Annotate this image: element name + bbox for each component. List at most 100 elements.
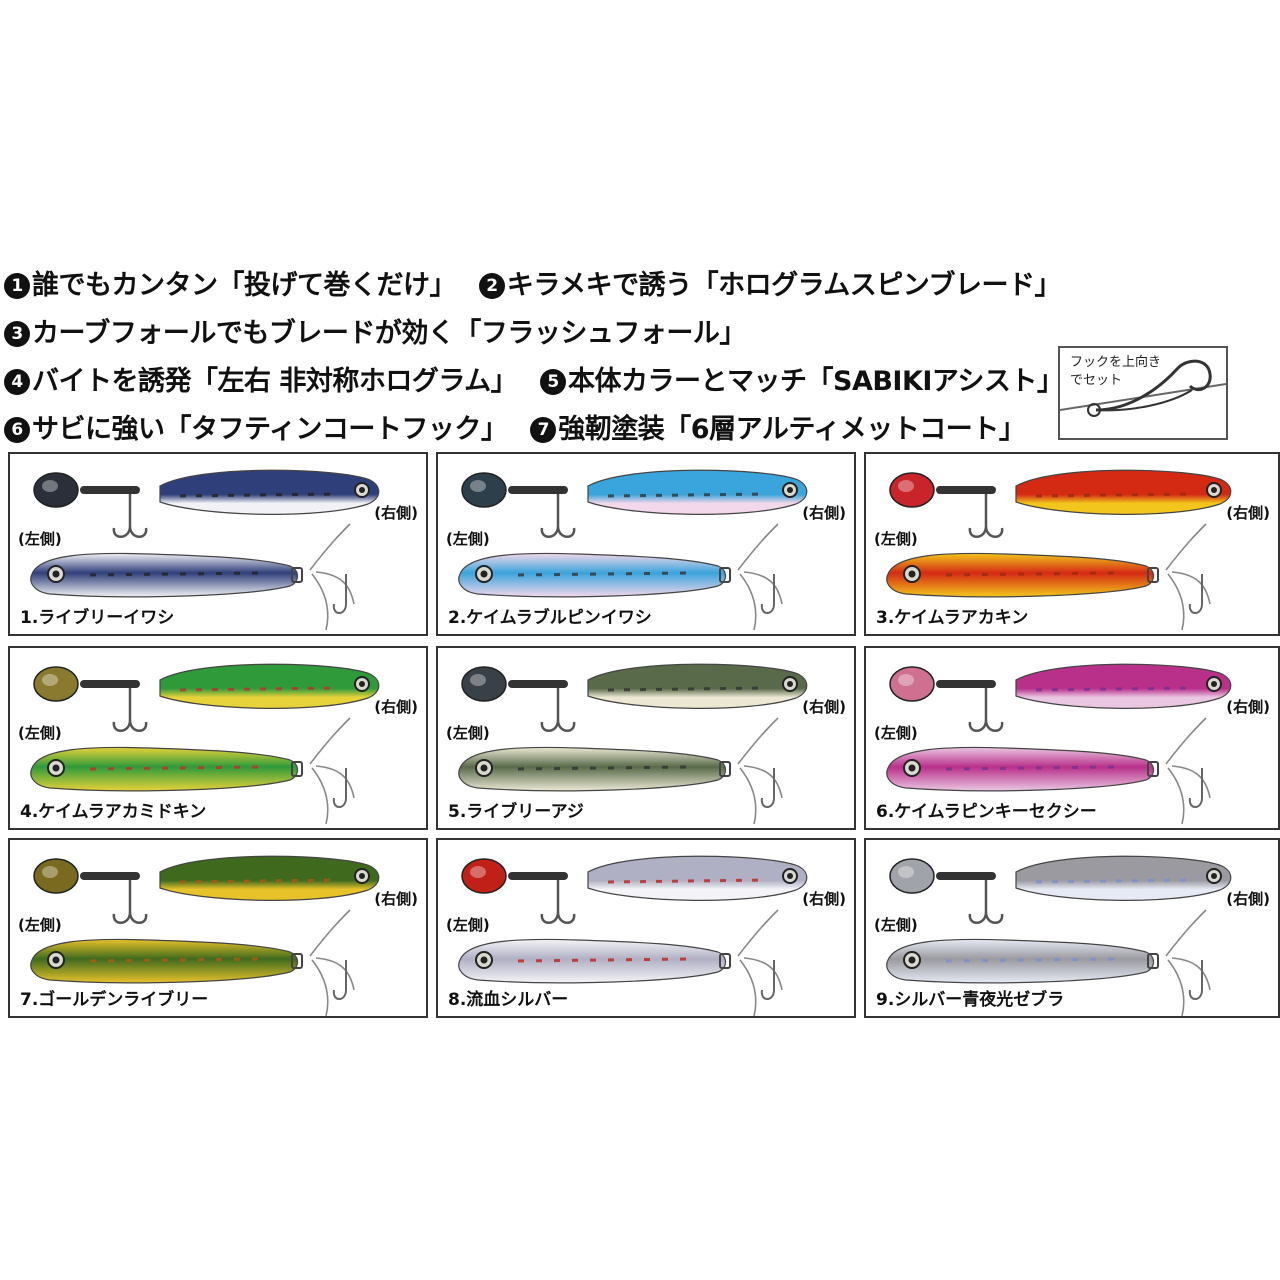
right-side-label: (右側) bbox=[374, 504, 418, 522]
color-caption: 7.ゴールデンライブリー bbox=[20, 990, 209, 1010]
left-side-label: (左側) bbox=[874, 916, 918, 934]
lure-accent-stripe bbox=[179, 878, 341, 884]
color-cell-1: (左側)(右側)1.ライブリーイワシ bbox=[8, 452, 428, 636]
color-caption: 4.ケイムラアカミドキン bbox=[20, 802, 207, 822]
sabiki-assist-feather bbox=[737, 523, 783, 631]
swivel bbox=[80, 486, 140, 494]
spin-blade-highlight bbox=[898, 866, 914, 878]
color-caption: 8.流血シルバー bbox=[448, 990, 569, 1010]
sabiki-assist-feather bbox=[1165, 523, 1211, 631]
color-cell-6: (左側)(右側)6.ケイムラピンキーセクシー bbox=[864, 646, 1280, 830]
lure-tail-ring bbox=[291, 953, 303, 969]
color-caption: 1.ライブリーイワシ bbox=[20, 608, 175, 628]
left-side-label: (左側) bbox=[446, 916, 490, 934]
lure-body-right bbox=[1015, 855, 1232, 901]
color-caption: 3.ケイムラアカキン bbox=[876, 608, 1029, 628]
lure-illustration bbox=[458, 469, 808, 631]
sabiki-assist-feather bbox=[737, 909, 783, 1016]
color-caption: 5.ライブリーアジ bbox=[448, 802, 584, 822]
feature-text: 誰でもカンタン「投げて巻くだけ」 bbox=[32, 270, 457, 301]
spin-blade-highlight bbox=[470, 866, 486, 878]
lure-accent-stripe bbox=[1035, 878, 1193, 884]
left-side-label: (左側) bbox=[874, 724, 918, 742]
feature-text: 強靭塗装「6層アルティメットコート」 bbox=[558, 414, 1026, 445]
lure-illustration bbox=[458, 855, 808, 1016]
lure-body-right bbox=[1015, 663, 1232, 709]
swivel bbox=[80, 872, 140, 880]
feature-number-badge: 2 bbox=[478, 273, 505, 299]
feature-number-badge: 6 bbox=[4, 417, 30, 443]
lure-accent-stripe bbox=[607, 686, 769, 692]
color-cell-9: (左側) (右側) 9.シルバー青夜光ゼブラ bbox=[864, 838, 1280, 1018]
color-caption: 9.シルバー青夜光ゼブラ bbox=[876, 990, 1065, 1010]
lure-illustration bbox=[886, 855, 1232, 1016]
lure-body-right bbox=[159, 855, 380, 901]
color-cell-8: (左側)(右側)8.流血シルバー bbox=[436, 838, 856, 1018]
right-side-label: (右側) bbox=[802, 698, 846, 716]
spin-blade-highlight bbox=[898, 674, 914, 686]
lure-body-right bbox=[159, 663, 380, 709]
left-side-label: (左側) bbox=[446, 530, 490, 548]
right-side-label: (右側) bbox=[1226, 504, 1270, 522]
lure-tail-ring bbox=[291, 761, 303, 777]
lure-tail-ring bbox=[1147, 761, 1159, 777]
lure-body-right bbox=[587, 469, 808, 515]
lure-body-right bbox=[587, 663, 808, 709]
color-chart-grid: (左側)(右側)1.ライブリーイワシ (左側)(右側)2.ケイムラブルピンイワシ… bbox=[8, 452, 1280, 1018]
sabiki-assist-feather bbox=[1165, 909, 1211, 1016]
lure-illustration bbox=[30, 855, 380, 1016]
left-side-label: (左側) bbox=[874, 530, 918, 548]
left-side-label: (左側) bbox=[18, 724, 62, 742]
lure-accent-stripe bbox=[607, 878, 769, 884]
treble-hook bbox=[968, 880, 1004, 924]
color-cell-5: (左側)(右側)5.ライブリーアジ bbox=[436, 646, 856, 830]
feature-text: キラメキで誘う「ホログラムスピンブレード」 bbox=[506, 270, 1062, 301]
lure-accent-stripe bbox=[179, 492, 341, 498]
lure-tail-ring bbox=[719, 567, 731, 583]
assist-hook bbox=[1188, 574, 1203, 614]
right-side-label: (右側) bbox=[1226, 890, 1270, 908]
assist-hook bbox=[332, 960, 347, 1000]
assist-hook bbox=[332, 574, 347, 614]
feature-number-badge: 1 bbox=[4, 273, 30, 299]
lure-body-right bbox=[587, 855, 808, 901]
lure-tail-ring bbox=[291, 567, 303, 583]
spin-blade-highlight bbox=[42, 674, 58, 686]
feature-number-badge: 4 bbox=[4, 369, 30, 395]
lure-body-right bbox=[159, 469, 380, 515]
spin-blade bbox=[461, 666, 507, 702]
swivel bbox=[936, 680, 996, 688]
assist-hook bbox=[1188, 960, 1203, 1000]
lure-body-right bbox=[1015, 469, 1232, 515]
swivel bbox=[80, 680, 140, 688]
treble-hook bbox=[112, 688, 148, 732]
feature-number-badge: 5 bbox=[540, 369, 566, 395]
lure-tail-ring bbox=[719, 761, 731, 777]
lure-tail-ring bbox=[1147, 953, 1159, 969]
swivel bbox=[508, 872, 568, 880]
color-cell-4: (左側)(右側)4.ケイムラアカミドキン bbox=[8, 646, 428, 830]
treble-hook bbox=[968, 688, 1004, 732]
spin-blade-highlight bbox=[898, 480, 914, 492]
spin-blade bbox=[33, 858, 79, 894]
color-cell-7: (左側)(右側)7.ゴールデンライブリー bbox=[8, 838, 428, 1018]
feature-number-badge: 7 bbox=[530, 417, 557, 443]
assist-hook bbox=[332, 768, 347, 808]
sabiki-assist-feather bbox=[309, 717, 355, 825]
treble-hook bbox=[112, 494, 148, 538]
swivel bbox=[936, 872, 996, 880]
spin-blade bbox=[33, 472, 79, 508]
spin-blade bbox=[889, 472, 935, 508]
treble-hook bbox=[540, 880, 576, 924]
feature-text: 本体カラーとマッチ「SABIKIアシスト」 bbox=[568, 366, 1064, 397]
sabiki-assist-feather bbox=[737, 717, 783, 825]
feature-text: サビに強い「タフティンコートフック」 bbox=[32, 414, 508, 445]
swivel bbox=[508, 680, 568, 688]
color-cell-3: (左側) (右側) 3.ケイムラアカキン bbox=[864, 452, 1280, 636]
right-side-label: (右側) bbox=[374, 890, 418, 908]
